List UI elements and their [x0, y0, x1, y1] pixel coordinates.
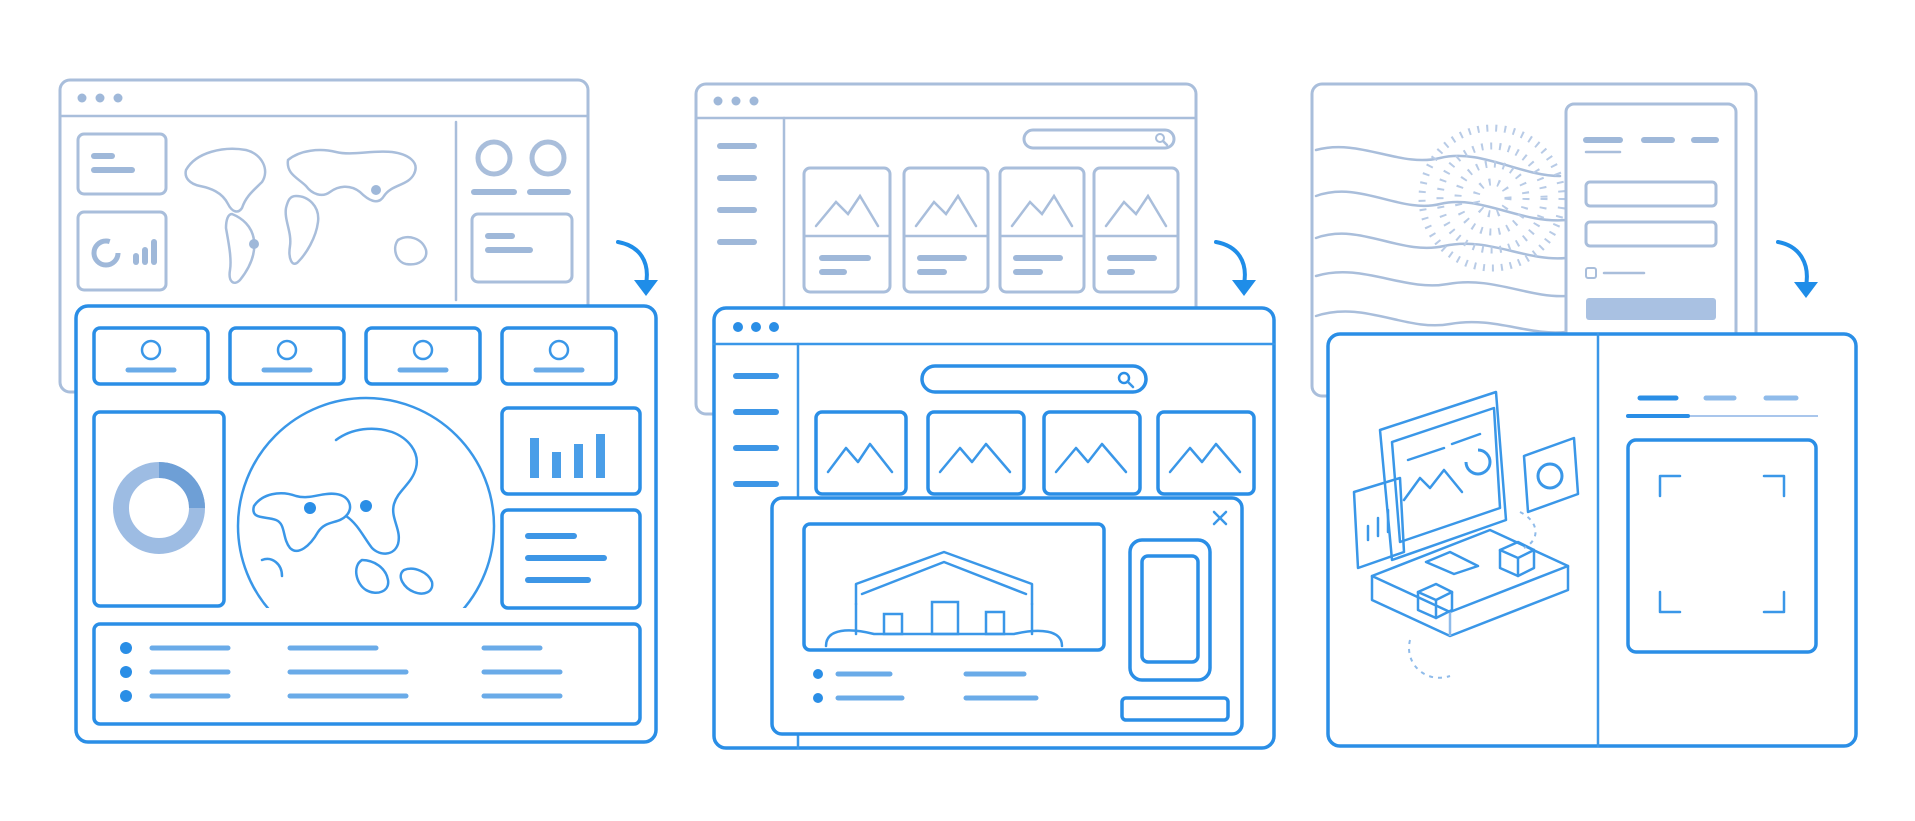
house-icon	[824, 550, 1064, 648]
search-icon	[1155, 133, 1169, 147]
transform-arrow-icon	[616, 240, 658, 296]
window-dots-icon	[77, 93, 123, 103]
search-bar[interactable]	[920, 364, 1148, 394]
bar-chart-card[interactable]	[500, 406, 642, 496]
modal-action-button[interactable]	[1120, 696, 1230, 722]
user-card[interactable]	[228, 326, 346, 386]
phone-icon	[1128, 538, 1212, 682]
new-dashboard-window	[74, 304, 658, 744]
old-chart-card	[76, 210, 168, 292]
checkbox-icon	[1585, 267, 1597, 279]
panel-dashboard	[58, 78, 658, 744]
user-card-icon	[140, 339, 162, 361]
transform-arrow-icon	[1776, 240, 1818, 298]
ring-chart-icon	[91, 238, 121, 268]
new-gallery-window	[712, 306, 1276, 750]
cube-icon	[1416, 540, 1536, 620]
user-card-icon	[548, 339, 570, 361]
bar-chart-icon	[530, 434, 605, 478]
login-tabs[interactable]	[1626, 395, 1818, 418]
product-modal[interactable]	[770, 496, 1244, 736]
user-card[interactable]	[92, 326, 210, 386]
donut-chart-icon	[113, 462, 205, 554]
user-card-icon	[412, 339, 434, 361]
scan-panel[interactable]	[1626, 438, 1818, 654]
isometric-monitor-icon	[1352, 390, 1580, 679]
donut-card[interactable]	[92, 410, 226, 608]
user-card-icon	[276, 339, 298, 361]
user-card[interactable]	[500, 326, 618, 386]
wave-pattern-icon	[1314, 145, 1568, 334]
search-icon	[1117, 371, 1135, 389]
modal-image-frame	[802, 522, 1106, 652]
scan-frame-icon	[1658, 474, 1786, 614]
old-image-cards	[802, 166, 1180, 294]
bullet-list-icon	[525, 533, 607, 583]
bar-chart-icon	[133, 239, 157, 265]
panel-login	[1310, 82, 1858, 748]
user-card-row	[92, 326, 618, 386]
panel-gallery	[694, 82, 1276, 750]
dotted-sphere-icon	[1418, 124, 1566, 272]
new-login-window	[1326, 332, 1858, 748]
close-icon[interactable]	[1212, 510, 1228, 526]
window-dots-icon	[733, 322, 779, 332]
window-dots-icon	[713, 96, 759, 106]
table-rows	[120, 642, 563, 702]
ring-chart-icon	[475, 139, 567, 177]
old-login-window	[1310, 82, 1758, 398]
image-placeholder-icon	[814, 410, 1256, 496]
transform-arrow-icon	[1214, 240, 1256, 296]
old-search-bar	[1022, 128, 1176, 150]
user-card[interactable]	[364, 326, 482, 386]
old-stat-card	[76, 132, 168, 196]
world-map-icon	[184, 147, 428, 284]
